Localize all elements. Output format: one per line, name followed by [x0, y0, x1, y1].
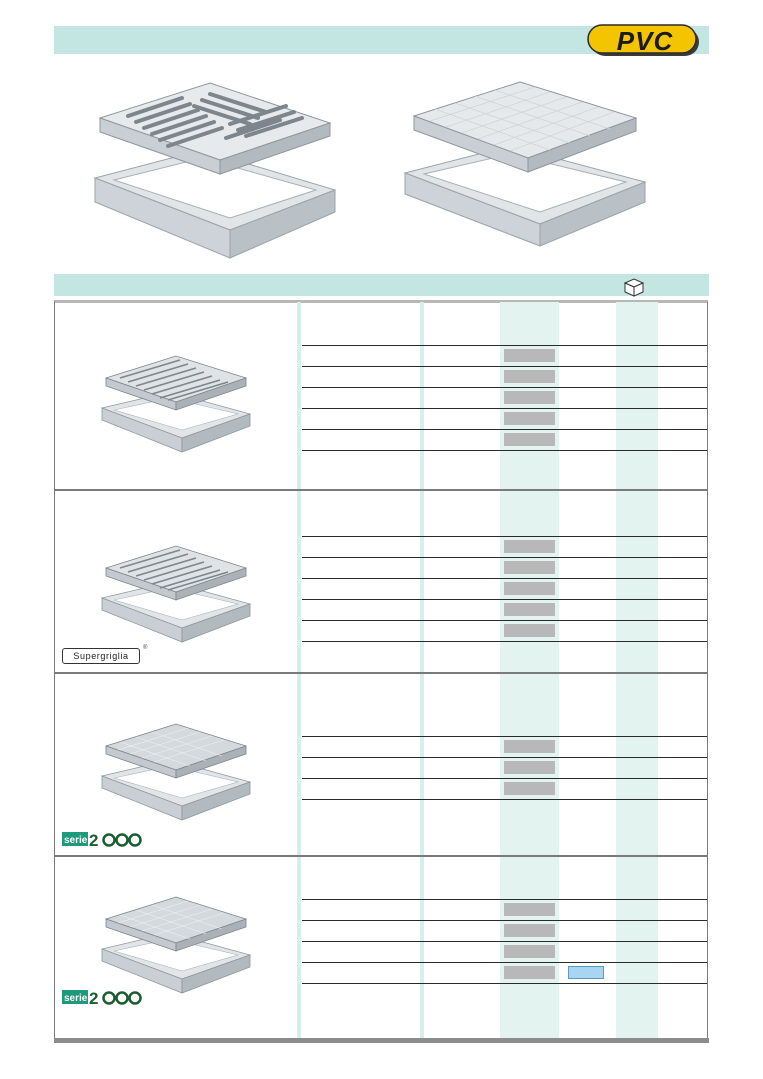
- row-line: [302, 941, 707, 942]
- row-line: [302, 557, 707, 558]
- table-cell-gray: [504, 412, 555, 425]
- row-line: [302, 599, 707, 600]
- bottom-rule: [54, 1038, 709, 1043]
- column-divider-2: [420, 302, 424, 1038]
- row-line: [302, 366, 707, 367]
- cover-thumbnail-4: [100, 896, 252, 994]
- shaded-column-b: [616, 302, 658, 1038]
- row-line: [302, 429, 707, 430]
- table-cell-gray: [504, 924, 555, 937]
- serie2000-logo: serie 2: [62, 989, 142, 1005]
- box-icon: [623, 278, 645, 297]
- table-cell-gray: [504, 740, 555, 753]
- row-line: [302, 920, 707, 921]
- table-cell-gray: [504, 782, 555, 795]
- column-divider-1: [297, 302, 301, 1038]
- grate-hero-image: [93, 82, 337, 259]
- table-cell-gray: [504, 761, 555, 774]
- table-cell-gray: [504, 391, 555, 404]
- cover-hero-image: [403, 81, 647, 247]
- table-header-band: [54, 274, 709, 296]
- row-line: [302, 345, 707, 346]
- table-cell-gray: [504, 624, 555, 637]
- table-cell-gray: [504, 603, 555, 616]
- section-separator-3: [55, 855, 707, 857]
- supergriglia-logo-text: Supergriglia: [73, 651, 129, 661]
- svg-text:serie: serie: [64, 993, 88, 1004]
- row-line: [302, 778, 707, 779]
- cover-thumbnail-3: [100, 723, 252, 821]
- row-line: [302, 641, 707, 642]
- pvc-badge-label: PVC: [616, 26, 674, 56]
- grate-thumbnail-1: [100, 355, 252, 453]
- table-cell-gray: [504, 370, 555, 383]
- table-cell-gray: [504, 561, 555, 574]
- serie2000-logo: serie 2: [62, 831, 142, 847]
- section-separator-1: [55, 489, 707, 491]
- table-cell-gray: [504, 582, 555, 595]
- row-line: [302, 620, 707, 621]
- row-line: [302, 962, 707, 963]
- table-cell-highlight: [568, 966, 604, 979]
- table-cell-gray: [504, 945, 555, 958]
- table-cell-gray: [504, 433, 555, 446]
- row-line: [302, 450, 707, 451]
- row-line: [302, 536, 707, 537]
- row-line: [302, 757, 707, 758]
- row-line: [302, 983, 707, 984]
- table-cell-gray: [504, 349, 555, 362]
- section-separator-2: [55, 672, 707, 674]
- pvc-badge-shape: [587, 24, 699, 56]
- svg-text:2: 2: [89, 989, 98, 1005]
- registered-mark: ®: [143, 645, 148, 651]
- table-cell-gray: [504, 966, 555, 979]
- row-line: [302, 387, 707, 388]
- row-line: [302, 899, 707, 900]
- row-line: [302, 578, 707, 579]
- svg-text:serie: serie: [64, 835, 88, 846]
- table-cell-gray: [504, 903, 555, 916]
- supergriglia-logo: Supergriglia: [62, 648, 140, 664]
- row-line: [302, 408, 707, 409]
- row-line: [302, 736, 707, 737]
- row-line: [302, 799, 707, 800]
- grate-thumbnail-2: [100, 545, 252, 643]
- svg-text:2: 2: [89, 831, 98, 847]
- pvc-badge: PVC: [587, 24, 703, 58]
- table-cell-gray: [504, 540, 555, 553]
